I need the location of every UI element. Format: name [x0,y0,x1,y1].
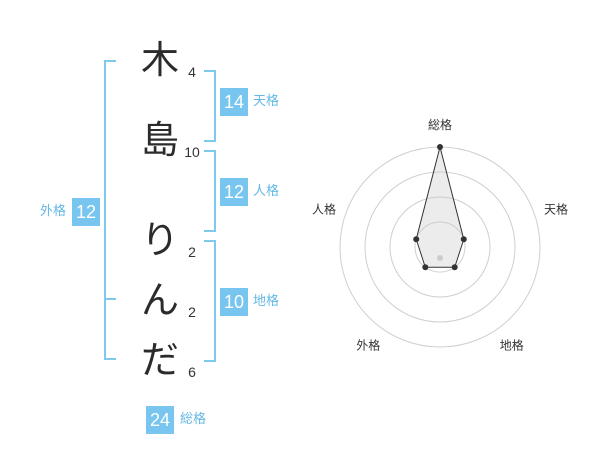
name-char-5: だ [140,338,179,382]
stroke-count-1: 4 [188,64,196,80]
gaikaku-bracket [104,60,116,360]
soukaku-value: 24 [146,406,174,434]
radar-ring-3 [364,171,516,323]
radar-center-dot [437,255,443,261]
gaikaku-value: 12 [72,198,100,226]
stroke-count-3: 2 [188,244,196,260]
radar-ring-1 [414,221,466,273]
radar-area [415,146,465,268]
tenkaku-label: 天格 [253,94,280,109]
gaikaku-label: 外格 [40,204,67,219]
name-char-3: り [140,218,179,262]
chikaku-value: 10 [220,288,248,316]
name-char-4: ん [140,278,179,322]
radar-point-2 [460,236,467,243]
stroke-count-5: 6 [188,364,196,380]
tenkaku-bracket [204,70,216,142]
jinkaku-bracket [204,150,216,232]
stroke-count-2: 10 [184,144,200,160]
radar-point-4 [422,264,429,271]
gaikaku-bracket-tick [104,298,116,300]
radar-point-5 [413,236,420,243]
chikaku-bracket [204,240,216,362]
name-char-1: 木 [140,38,179,82]
name-char-2: 島 [140,118,179,162]
soukaku-label: 総格 [180,412,207,427]
radar-axis-label: 人格 [312,201,336,216]
radar-ring-2 [389,196,491,298]
radar-axis-label: 外格 [356,338,380,353]
radar-point-1 [437,144,443,150]
jinkaku-value: 12 [220,178,248,206]
jinkaku-label: 人格 [253,184,280,199]
radar-axis-label: 地格 [500,338,524,353]
radar-point-3 [451,264,458,271]
chikaku-label: 地格 [253,294,280,309]
tenkaku-value: 14 [220,88,248,116]
radar-axis-label: 天格 [544,201,568,216]
radar-axis-label: 総格 [428,117,452,132]
stroke-count-4: 2 [188,304,196,320]
